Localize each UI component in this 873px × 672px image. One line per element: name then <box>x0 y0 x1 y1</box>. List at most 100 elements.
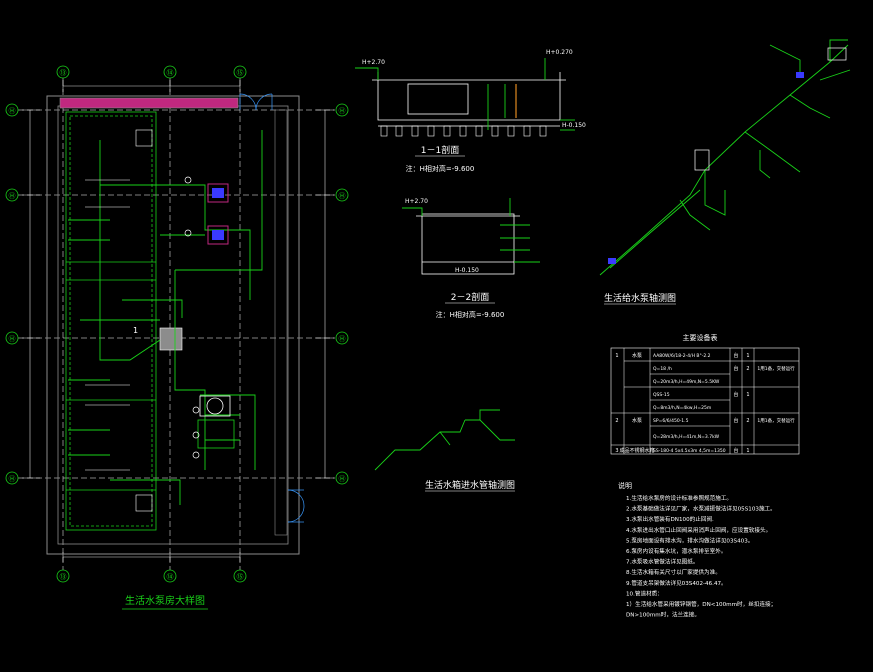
door-top-right <box>239 93 273 111</box>
table-cell-name: 成品不锈钢水箱 <box>619 447 654 454</box>
svg-text:Ⓗ: Ⓗ <box>339 475 346 483</box>
inlet-axon-pipes <box>374 409 515 471</box>
table-cell-spec: Q=20m3/h,H=49m,N=5.5KW <box>653 379 720 385</box>
supply-axon-pipes <box>599 39 851 276</box>
svg-text:Ⓗ: Ⓗ <box>339 107 346 115</box>
table-cell-unit: 台 <box>733 447 738 454</box>
axis-bubble-right-2: Ⓗ <box>335 188 349 202</box>
table-cell-name: 水泵 <box>632 417 642 424</box>
note-line: 1.生活给水泵房的设计标准参照规范施工。 <box>626 494 732 502</box>
axis-bubble-bottom-2: ⑭ <box>163 569 177 583</box>
water-tank-plan <box>65 111 157 531</box>
section-2-level-a: H+2.70 <box>405 198 428 205</box>
plan-piping <box>68 130 263 505</box>
table-grid <box>611 348 799 454</box>
svg-text:Ⓗ: Ⓗ <box>339 335 346 343</box>
note-line: 8.生活水箱有关尺寸以厂家提供为准。 <box>626 568 721 576</box>
notes-heading: 说明 <box>618 481 632 490</box>
axis-bubble-left-2: Ⓗ <box>5 188 19 202</box>
table-cell-qty: 1 <box>746 448 749 454</box>
table-cell-note: 1用1备，交替运行 <box>757 417 795 424</box>
table-cell-no: 2 <box>615 418 618 424</box>
table-cell-unit: 台 <box>733 391 738 398</box>
table-cell-qty: 2 <box>746 366 749 372</box>
table-cell-note: 1用1备，交替运行 <box>757 365 795 372</box>
inlet-axon-title: 生活水箱进水管轴测图 <box>425 479 515 491</box>
supply-axon-box <box>827 47 847 61</box>
section-1-outline <box>372 72 566 127</box>
design-notes: 说明 1.生活给水泵房的设计标准参照规范施工。 2.水泵基础做法详见厂家，水泵减振… <box>618 481 776 619</box>
svg-text:Ⓗ: Ⓗ <box>9 192 16 200</box>
table-cell-unit: 台 <box>733 417 738 424</box>
svg-text:⑭: ⑭ <box>167 573 174 581</box>
section-1-level-a: H+2.70 <box>362 59 385 66</box>
section-mark-1: 1 <box>133 326 138 335</box>
svg-text:⑬: ⑬ <box>60 69 67 77</box>
pump-room-plan: ⑬ ⑭ ⑮ ⑬ ⑭ ⑮ Ⓗ Ⓗ <box>5 65 349 610</box>
table-cell-unit: 台 <box>733 352 738 359</box>
section-2-piping <box>402 198 540 263</box>
table-cell-spec: QSS-15 <box>653 392 670 398</box>
top-beam-band <box>59 97 239 109</box>
axis-bubble-right-3: Ⓗ <box>335 331 349 345</box>
pump-unit-2 <box>207 225 229 245</box>
table-cell-spec: Q=28m3/h,H=41m,N=3.7kW <box>653 434 720 440</box>
table-cell-qty: 1 <box>746 353 749 359</box>
axis-bubble-bottom-3: ⑮ <box>233 569 247 583</box>
section-2-level-b: H-0.150 <box>455 267 479 274</box>
note-line: 10.管道材质： <box>626 589 663 597</box>
note-line: 7.水泵吸水管做法详见图纸。 <box>626 558 698 566</box>
table-cell-spec: AA80W/6/18-2-4/H B°-2.2 <box>653 353 711 359</box>
section-2-title: 2－2剖面 <box>451 291 489 303</box>
axis-bubble-left-3: Ⓗ <box>5 331 19 345</box>
section-2-outline <box>416 213 520 275</box>
note-line: 6.泵房内设有集水坑，潜水泵排至室外。 <box>626 547 726 555</box>
supply-axon-title: 生活给水泵轴测图 <box>604 292 676 304</box>
table-cell-no: 3 <box>615 448 618 454</box>
inlet-axonometric: 生活水箱进水管轴测图 <box>374 409 515 492</box>
section-1-1: H+2.70 H+0.270 H-0.150 1－1剖面 注：H相对高=-9.6… <box>355 49 586 173</box>
table-title: 主要设备表 <box>683 333 718 342</box>
section-1-piping <box>355 58 575 131</box>
section-1-footings <box>380 125 547 137</box>
section-1-level-c: H-0.150 <box>562 122 586 129</box>
svg-text:Ⓗ: Ⓗ <box>9 107 16 115</box>
note-line: DN>100mm时，法兰连接。 <box>626 611 700 619</box>
table-cell-qty: 2 <box>746 418 749 424</box>
svg-text:⑬: ⑬ <box>60 573 67 581</box>
note-line: 2.水泵基础做法详见厂家，水泵减振做法详见05S103施工。 <box>626 505 776 513</box>
note-line: 4.水泵进出水管口止回阀采用消声止回阀，应设置软接头。 <box>626 526 771 534</box>
axis-bubble-right-1: Ⓗ <box>335 103 349 117</box>
section-1-level-b: H+0.270 <box>546 49 573 56</box>
svg-text:Ⓗ: Ⓗ <box>339 192 346 200</box>
supply-pump-axonometric: 生活给水泵轴测图 <box>599 39 851 305</box>
svg-text:Ⓗ: Ⓗ <box>9 335 16 343</box>
note-line: 3.水泵出水管装有DN100的止回阀. <box>626 515 714 523</box>
svg-text:⑮: ⑮ <box>237 69 244 77</box>
pressure-tank <box>197 395 235 449</box>
plan-leader-lines <box>85 179 130 471</box>
supply-axon-pumps <box>608 72 804 264</box>
table-cell-no: 1 <box>615 353 618 359</box>
table-cell-spec: SS-180-4 5x4.5x3m 4,5m=1350 <box>653 448 726 454</box>
axis-bubble-right-4: Ⓗ <box>335 471 349 485</box>
note-line: 5.泵房地面设有排水沟，排水沟做法详见03S403。 <box>626 536 753 544</box>
table-cell-spec: SP=6/6/450-1.5 <box>653 418 689 424</box>
table-frame <box>610 347 800 455</box>
section-1-title: 1－1剖面 <box>421 144 459 156</box>
plan-title: 生活水泵房大样图 <box>125 594 205 607</box>
section-2-2: H+2.70 H-0.150 2－2剖面 注：H相对高=-9.600 <box>402 198 540 319</box>
notes-lines: 1.生活给水泵房的设计标准参照规范施工。 2.水泵基础做法详见厂家，水泵减振做法详… <box>626 494 776 619</box>
column-square <box>159 327 183 351</box>
table-cell-qty: 1 <box>746 392 749 398</box>
section-2-note: 注：H相对高=-9.600 <box>436 310 505 319</box>
axis-bubble-left-1: Ⓗ <box>5 103 19 117</box>
axis-bubble-top-1: ⑬ <box>56 65 70 79</box>
axis-bubble-top-2: ⑭ <box>163 65 177 79</box>
table-cell-spec: Q=18 /h <box>653 366 672 372</box>
supply-axon-tank <box>694 149 710 171</box>
table-cell-name: 水泵 <box>632 352 642 359</box>
